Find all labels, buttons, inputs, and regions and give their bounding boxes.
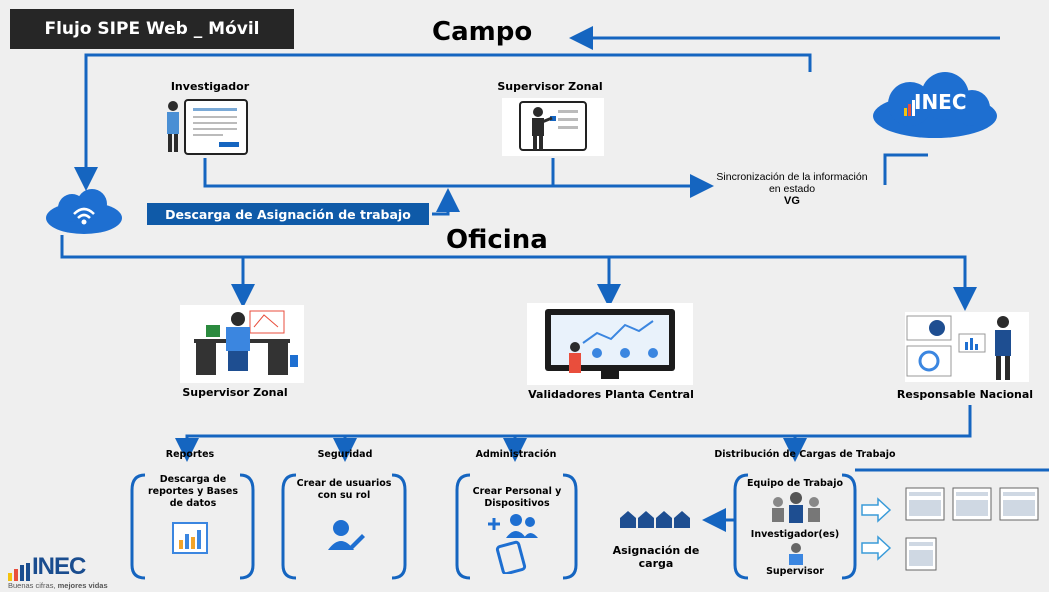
oficina-bus-line — [60, 235, 977, 311]
reportes-bracket-left — [130, 473, 146, 580]
inec-cloud-label: INEC — [914, 90, 967, 114]
supervisor-zonal-oficina-illustration — [180, 305, 304, 383]
distribucion-bracket-right — [841, 473, 857, 580]
investigador-illustration — [167, 99, 248, 155]
investigadores-label: Investigador(es) — [750, 529, 840, 540]
campo-heading: Campo — [432, 17, 533, 47]
banner-up-line — [432, 188, 460, 216]
device-arrow-1 — [861, 497, 892, 523]
administracion-title: Administración — [475, 449, 557, 460]
reportes-title: Reportes — [165, 449, 215, 460]
asignacion-label: Asignación de carga — [612, 544, 700, 570]
inec-bars-icon — [8, 563, 30, 581]
investigador-sync-line — [203, 158, 714, 198]
validadores-illustration — [527, 303, 693, 385]
inec-footer-logo: INEC Buenas cifras, mejores vidas — [8, 553, 108, 590]
campo-supervisor-label: Supervisor Zonal — [497, 80, 603, 93]
page-title: Flujo SIPE Web _ Móvil — [10, 9, 294, 49]
distribucion-title: Distribución de Cargas de Trabajo — [714, 449, 896, 460]
descarga-asignacion-banner: Descarga de Asignación de trabajo — [147, 203, 429, 225]
administracion-body: Crear Personal y Dispositivos — [472, 486, 562, 509]
oficina-heading: Oficina — [446, 225, 548, 255]
seguridad-bracket-left — [281, 473, 297, 580]
inec-cloud-icon — [873, 72, 997, 138]
sync-text: Sincronización de la información en esta… — [716, 171, 868, 195]
sync-state: VG — [784, 195, 800, 207]
seguridad-bracket-right — [391, 473, 407, 580]
houses-icon — [620, 511, 690, 528]
cloud-link-line — [883, 153, 928, 185]
add-people-devices-icon — [488, 514, 538, 574]
reportes-body: Descarga de reportes y Bases de datos — [148, 474, 238, 509]
device-arrow-2 — [861, 535, 892, 561]
campo-investigador-label: Investigador — [170, 80, 250, 93]
reportes-bracket-right — [239, 473, 255, 580]
sync-note: Sincronización de la información en esta… — [712, 171, 872, 207]
validadores-label: Validadores Planta Central — [528, 388, 694, 401]
seguridad-title: Seguridad — [317, 449, 373, 460]
administracion-bracket-left — [455, 473, 471, 580]
inec-brand: INEC — [32, 553, 86, 580]
supervisor-label: Supervisor — [766, 566, 824, 577]
team-icon — [772, 492, 820, 523]
equipo-label: Equipo de Trabajo — [746, 478, 844, 489]
supervisor-zonal-campo-illustration — [502, 98, 604, 156]
inec-tagline: Buenas cifras, mejores vidas — [8, 581, 108, 590]
user-edit-icon — [328, 520, 365, 550]
seguridad-body: Crear de usuarios con su rol — [296, 478, 392, 501]
oficina-supervisor-label: Supervisor Zonal — [182, 386, 288, 399]
wifi-cloud-icon — [46, 189, 122, 234]
campo-return-line — [74, 53, 812, 191]
responsable-label: Responsable Nacional — [896, 388, 1034, 401]
supervisor-person-icon — [789, 543, 803, 565]
modules-bus-line — [175, 405, 972, 462]
administracion-bracket-right — [562, 473, 578, 580]
report-chart-icon — [172, 522, 208, 554]
responsable-nacional-illustration — [905, 312, 1029, 382]
devices-illustration — [905, 487, 1039, 571]
distribucion-bracket-left — [733, 473, 749, 580]
